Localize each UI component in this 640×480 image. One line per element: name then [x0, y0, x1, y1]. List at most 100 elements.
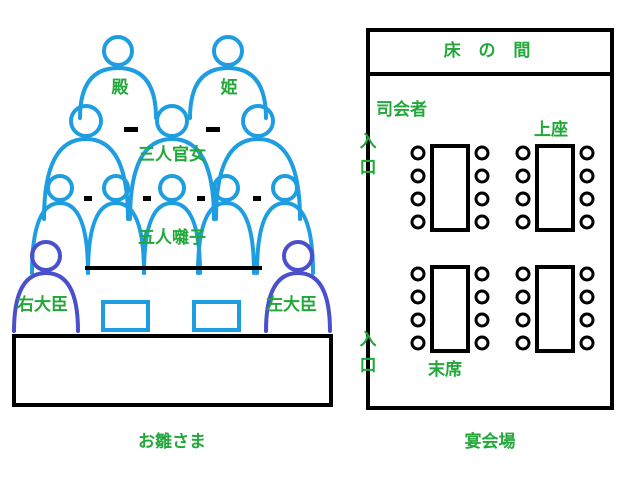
emperor-body — [78, 65, 158, 120]
minister-right-body — [264, 270, 332, 333]
musician-5-head — [271, 174, 299, 202]
table-top-right — [515, 144, 595, 232]
musician-4-body — [196, 200, 256, 275]
small-stand-left — [101, 300, 150, 332]
chair — [579, 312, 595, 328]
caption-ohina-sama: お雛さま — [138, 432, 206, 452]
entrance-bottom-char-2: 口 — [359, 356, 377, 376]
label-udaijin: 右大臣 — [17, 295, 68, 315]
label-entrance-top: 入 口 — [359, 134, 377, 186]
musician-1-body — [30, 200, 90, 275]
court-lady-3 — [214, 104, 302, 221]
separator-tier3-3 — [197, 196, 205, 201]
label-top-seat: 上座 — [534, 120, 568, 140]
separator-tier1-left — [124, 127, 138, 132]
chair — [515, 312, 531, 328]
label-bottom-seat: 末席 — [428, 360, 462, 380]
chair — [474, 289, 490, 305]
separator-tier3-4 — [253, 196, 261, 201]
chair — [515, 168, 531, 184]
chair — [410, 168, 426, 184]
separator-tier1-right — [206, 127, 220, 132]
court-lady-1 — [42, 104, 130, 221]
musician-3 — [142, 174, 202, 275]
minister-right-head — [282, 240, 314, 272]
chair — [579, 266, 595, 282]
caption-banquet-hall: 宴会場 — [464, 432, 516, 452]
chair — [410, 214, 426, 230]
chair — [474, 335, 490, 351]
chair — [579, 145, 595, 161]
minister-right — [264, 240, 332, 333]
table-top-left — [410, 144, 490, 232]
court-lady-2-head — [155, 104, 189, 138]
musician-2-body — [86, 200, 146, 275]
chair — [515, 145, 531, 161]
chair — [579, 168, 595, 184]
chair — [579, 191, 595, 207]
separator-tier3-2 — [143, 196, 151, 201]
court-lady-1-head — [69, 104, 103, 138]
separator-tier3-1 — [84, 196, 92, 201]
minister-left-body — [12, 270, 80, 333]
empress — [188, 35, 268, 120]
chair — [410, 191, 426, 207]
chair — [474, 191, 490, 207]
label-sannin-kanjo: 三人官女 — [138, 145, 206, 165]
chair — [474, 266, 490, 282]
chair — [515, 214, 531, 230]
label-tono: 殿 — [111, 78, 129, 98]
small-stand-right — [192, 300, 241, 332]
musician-3-head — [158, 174, 186, 202]
chair — [515, 335, 531, 351]
table-top-right-top — [535, 144, 575, 232]
chair — [579, 214, 595, 230]
entrance-top-char-1: 入 — [359, 132, 377, 152]
empress-head — [212, 35, 244, 67]
entrance-top-char-2: 口 — [359, 158, 377, 178]
chair — [515, 266, 531, 282]
court-lady-3-head — [241, 104, 275, 138]
label-hime: 姫 — [220, 78, 238, 98]
chair — [474, 312, 490, 328]
table-bottom-right-top — [535, 265, 575, 353]
table-bottom-left — [410, 265, 490, 353]
court-lady-2 — [128, 104, 216, 221]
minister-left-head — [30, 240, 62, 272]
musician-5-body — [255, 200, 315, 275]
musician-1-head — [46, 174, 74, 202]
chair — [410, 289, 426, 305]
empress-body — [188, 65, 268, 120]
chair — [410, 335, 426, 351]
musician-2 — [86, 174, 146, 275]
chair — [515, 289, 531, 305]
label-entrance-bottom: 入 口 — [359, 332, 377, 384]
chair — [410, 145, 426, 161]
base-platform — [12, 334, 333, 407]
court-lady-1-body — [42, 136, 130, 221]
label-gonin-bayashi: 五人囃子 — [138, 228, 206, 248]
court-lady-3-body — [214, 136, 302, 221]
hall-outline — [366, 28, 614, 410]
table-bottom-left-top — [430, 265, 470, 353]
chair — [410, 266, 426, 282]
entrance-bottom-char-1: 入 — [359, 330, 377, 350]
label-host: 司会者 — [376, 100, 427, 120]
chair — [515, 191, 531, 207]
table-top-left-top — [430, 144, 470, 232]
minister-left — [12, 240, 80, 333]
musician-3-body — [142, 200, 202, 275]
doll-figures — [12, 35, 332, 333]
chair — [474, 214, 490, 230]
label-sadaijin: 左大臣 — [266, 295, 317, 315]
table-bottom-right — [515, 265, 595, 353]
musician-4 — [196, 174, 256, 275]
chair — [474, 145, 490, 161]
hall-tables — [410, 144, 595, 353]
court-lady-2-body — [128, 136, 216, 221]
emperor — [78, 35, 158, 120]
chair — [410, 312, 426, 328]
chair — [474, 168, 490, 184]
emperor-head — [102, 35, 134, 67]
